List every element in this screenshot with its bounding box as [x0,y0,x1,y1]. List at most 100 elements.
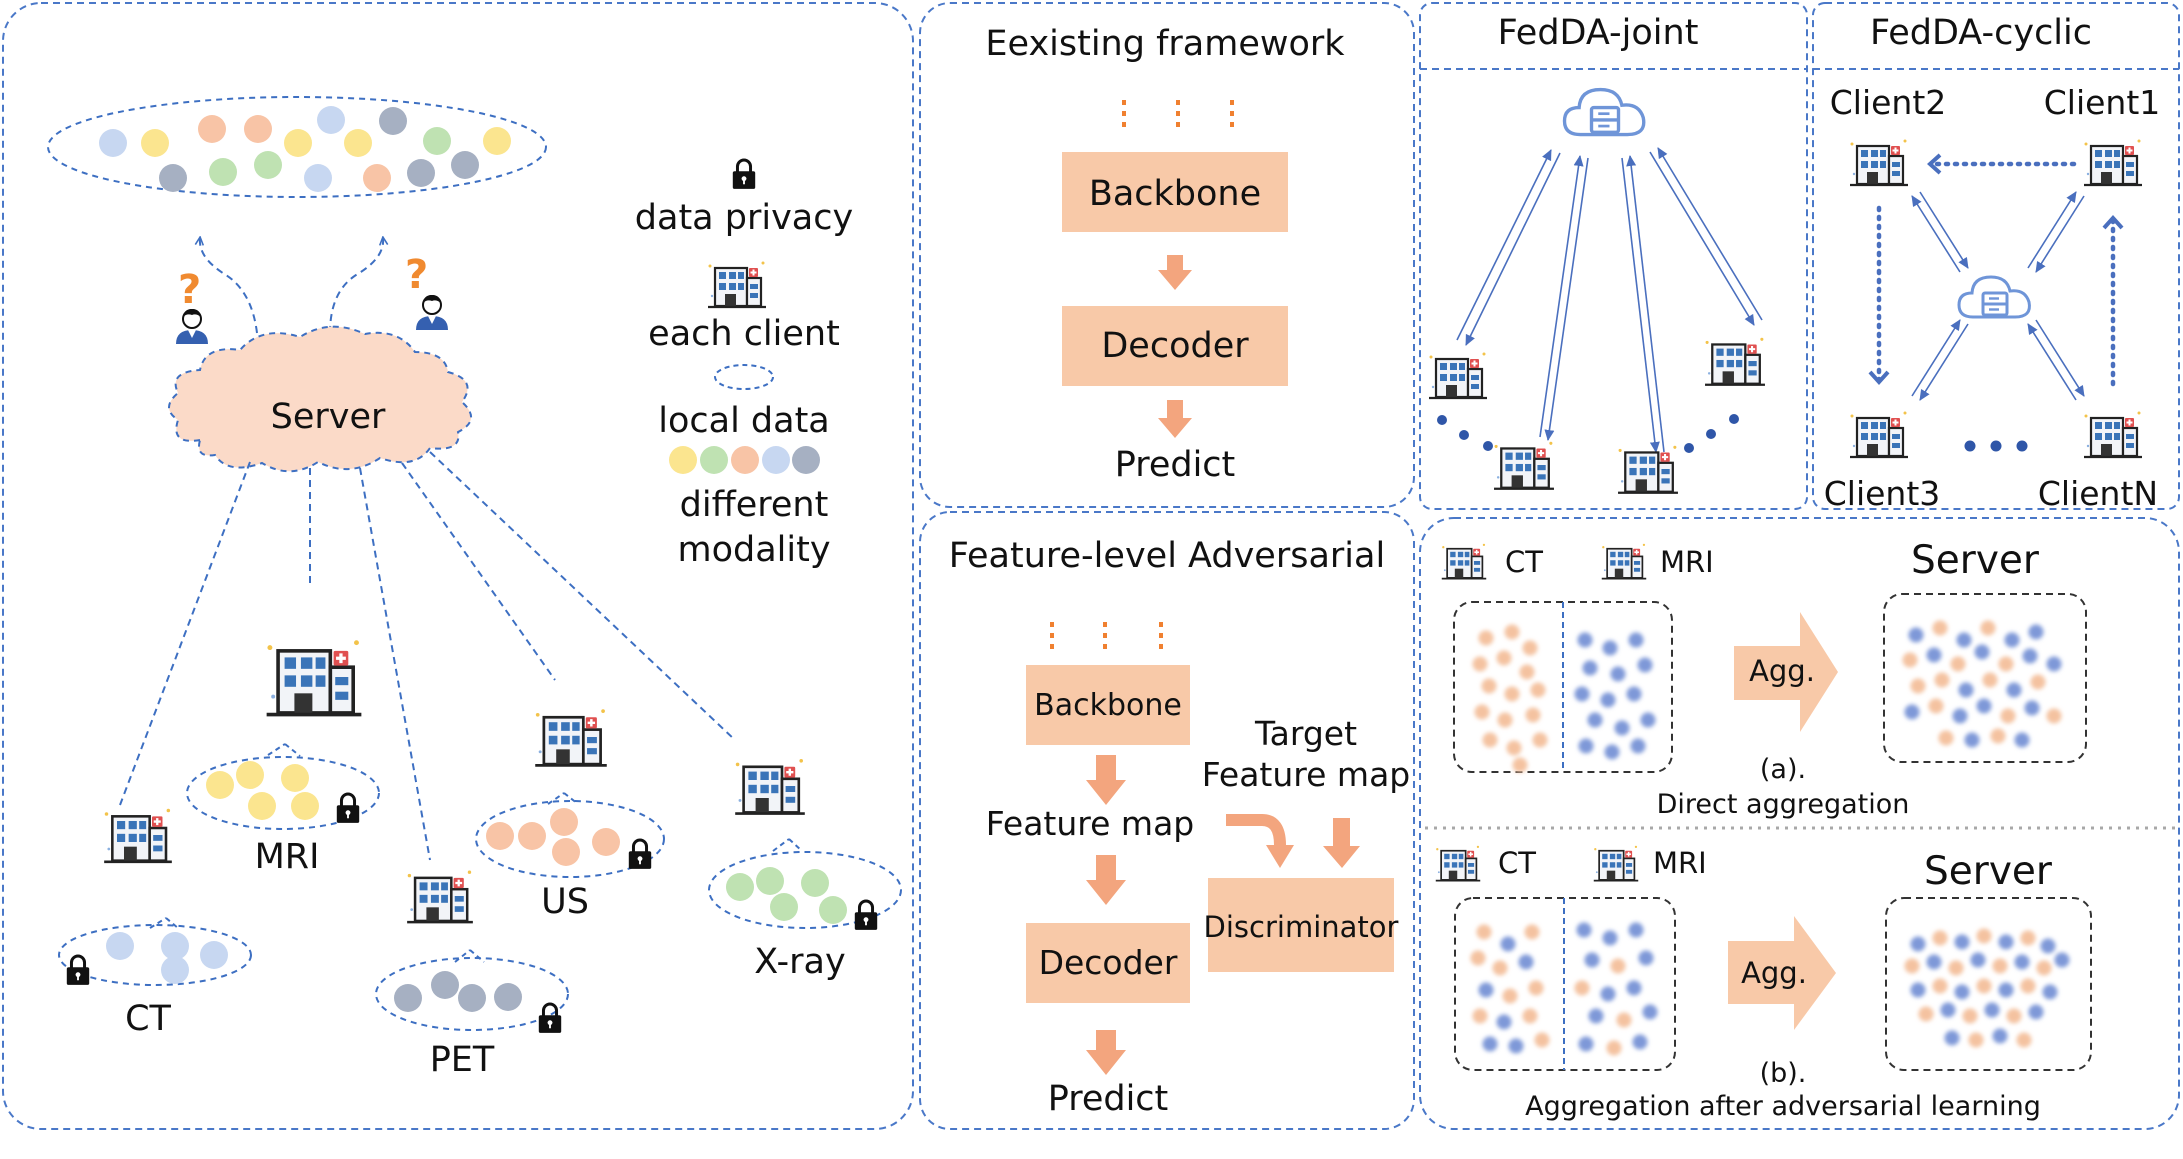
joint-ellipsis-dots [1437,414,1739,453]
fedda-cyclic-border [1812,2,2180,510]
us-speech-pointer [547,792,579,805]
client3-label: Client3 [1824,474,1941,513]
existing-framework-panel: Eexisting framework Backbone Decoder Pre… [985,24,1345,485]
adversarial-decoder-box [1026,923,1190,1003]
agg-a-mri-points [1574,632,1656,760]
adversarial-title: Feature-level Adversarial [949,536,1385,576]
lock-icon [335,792,361,825]
agg-a-agg-label: Agg. [1749,654,1815,688]
query-arrow-left [200,238,258,334]
left-panel-border [2,2,914,1130]
adversarial-decoder-label: Decoder [1039,943,1178,982]
hospital-icon [733,757,807,816]
hospital-icon [1848,410,1910,459]
legend-local-data: local data [658,401,830,441]
feature-to-discriminator-arrow [1226,814,1286,848]
legend-dot-blue [762,446,790,474]
server-cloud [168,325,472,473]
agg-a-caption: Direct aggregation [1657,789,1910,820]
hospital-icon [1704,336,1766,386]
target-to-discriminator-arrow [1323,818,1360,868]
agg-b-ct-points [1470,924,1550,1054]
hospital-icon [1848,138,1910,187]
cloud-server-icon [1957,275,2032,319]
target-line1: Target [1254,714,1357,753]
existing-backbone-label: Backbone [1089,174,1261,214]
hospital-icon [533,707,609,767]
agg-b-label: (b). [1760,1058,1807,1089]
cloud-server-icon [1562,87,1646,137]
mri-speech-pointer [267,743,301,757]
legend-dot-yellow [669,446,697,474]
agg-a-label: (a). [1760,754,1806,785]
existing-arrow-2 [1158,400,1192,438]
legend-modality-line2: modality [677,530,830,570]
fedda-joint-panel: FedDA-joint [1428,13,1766,494]
agg-b-arrow [1728,916,1836,1030]
cyclic-ellipsis-dots [1964,440,2028,452]
existing-framework-border [919,2,1415,508]
fedda-joint-border [1419,2,1808,510]
existing-decoder-label: Decoder [1101,326,1249,366]
clientN-label: ClientN [2038,474,2158,513]
left-panel: ? ? Server CT [47,96,902,1080]
agg-b-mri-points [1574,922,1658,1056]
hospital-icon [1434,844,1482,882]
fedda-joint-title: FedDA-joint [1498,13,1699,53]
hospital-icon [405,869,475,924]
legend-dot-green [700,446,728,474]
discriminator-label: Discriminator [1204,910,1399,944]
mri-data-ellipse [186,756,380,830]
adversarial-arrow-2 [1086,855,1126,905]
agg-a-arrow [1734,612,1838,732]
legend-client: each client [648,314,840,354]
existing-decoder-box [1062,306,1288,386]
question-mark: ? [405,252,428,298]
server-label: Server [271,397,386,437]
client-pet: PET [375,869,569,1080]
hospital-icon [1616,444,1680,494]
hospital-icon [706,260,768,309]
agg-b-agg-label: Agg. [1741,956,1807,990]
feature-to-discriminator-head [1266,845,1294,868]
joint-links [1456,147,1763,453]
agg-b-server-box [1885,897,2092,1071]
target-line2: Feature map [1202,755,1411,794]
pet-data-ellipse [375,957,569,1031]
xray-speech-pointer [772,838,803,852]
legend-dot-orange [731,446,759,474]
lock-icon [731,158,757,191]
feature-map-label: Feature map [986,804,1195,843]
existing-arrow-1 [1158,255,1192,290]
client-label-mri: MRI [255,837,320,877]
agg-b-server-label: Server [1924,849,2053,894]
hospital-icon [1492,440,1556,490]
hospital-icon [2082,410,2144,459]
lock-icon [853,899,879,932]
legend-privacy: data privacy [635,198,853,238]
client-label-us: US [541,882,589,922]
person-icon [415,294,449,330]
client-us: US [475,707,665,922]
ct-speech-pointer [149,917,179,929]
xray-data-ellipse [708,851,902,929]
agg-a-server-points [1902,620,2062,748]
fedda-cyclic-panel: FedDA-cyclic Client2 Client1 Client [1824,13,2161,513]
adversarial-input-dots [1050,622,1163,655]
aggregation-border [1419,517,2180,1130]
hospital-icon [1440,542,1488,580]
lock-icon [627,838,653,871]
client-label-xray: X-ray [754,942,845,982]
data-pool-ellipse [47,96,547,198]
client-mri: MRI [186,640,380,877]
agg-a-mri-label: MRI [1660,545,1714,579]
client-xray: X-ray [708,757,902,982]
pet-speech-pointer [454,949,485,963]
hospital-icon [1600,542,1648,580]
query-arrow-right [329,238,383,334]
data-pool-dots [99,106,511,192]
adversarial-arrow-1 [1086,755,1126,805]
adversarial-border [919,511,1415,1130]
client1-label: Client1 [2044,83,2161,122]
